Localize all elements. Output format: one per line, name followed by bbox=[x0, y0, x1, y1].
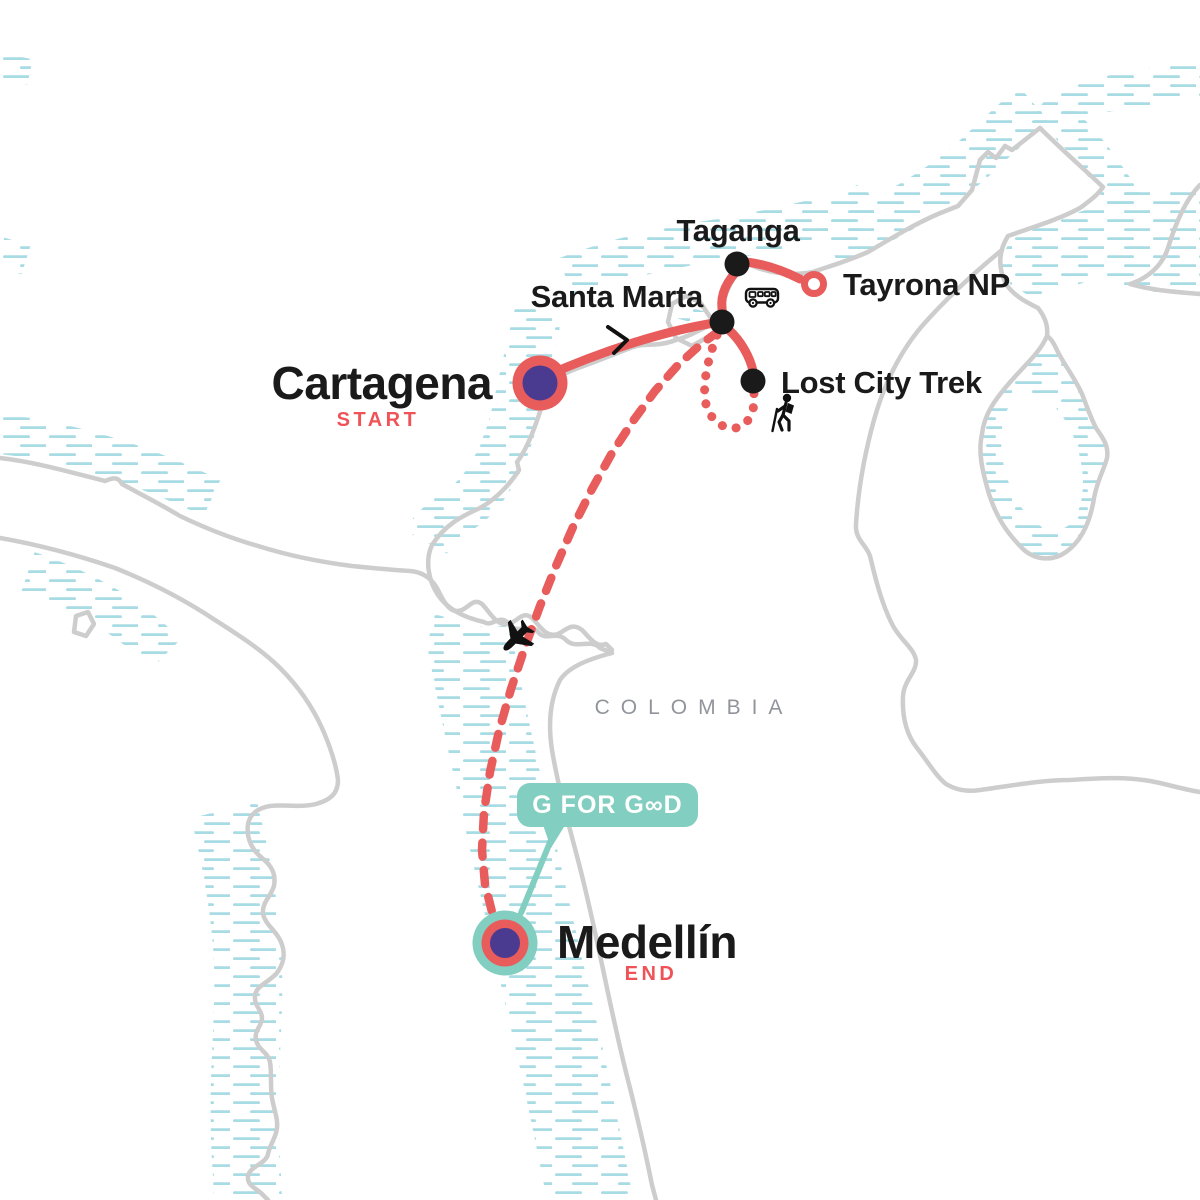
bus-icon bbox=[744, 287, 780, 308]
medellin-end-tag: END bbox=[624, 963, 678, 985]
lost-city-marker bbox=[740, 368, 766, 394]
route-solid bbox=[541, 257, 805, 381]
medellin-marker bbox=[472, 910, 538, 976]
country-label: COLOMBIA bbox=[594, 696, 794, 719]
medellin-label: Medellín bbox=[557, 916, 738, 968]
santa-marta-label: Santa Marta bbox=[530, 279, 704, 314]
cartagena-label: Cartagena bbox=[271, 357, 493, 409]
taganga-label: Taganga bbox=[676, 213, 800, 248]
route-trek-dotted bbox=[700, 330, 759, 433]
cartagena-start-tag: START bbox=[336, 409, 420, 431]
direction-arrow-icon bbox=[606, 325, 629, 355]
santa-marta-marker bbox=[709, 309, 735, 335]
lost-city-label: Lost City Trek bbox=[781, 365, 982, 400]
lake-maracaibo bbox=[978, 333, 1110, 561]
badge-connector bbox=[518, 822, 567, 916]
route-flight-dashed bbox=[477, 326, 724, 917]
g-for-good-badge: G FOR G∞D bbox=[517, 783, 698, 827]
plane-icon bbox=[503, 619, 535, 651]
tayrona-marker bbox=[801, 271, 827, 297]
cartagena-marker bbox=[512, 355, 568, 411]
hiker-icon bbox=[771, 393, 794, 433]
tayrona-label: Tayrona NP bbox=[843, 267, 1010, 302]
taganga-marker bbox=[724, 251, 750, 277]
